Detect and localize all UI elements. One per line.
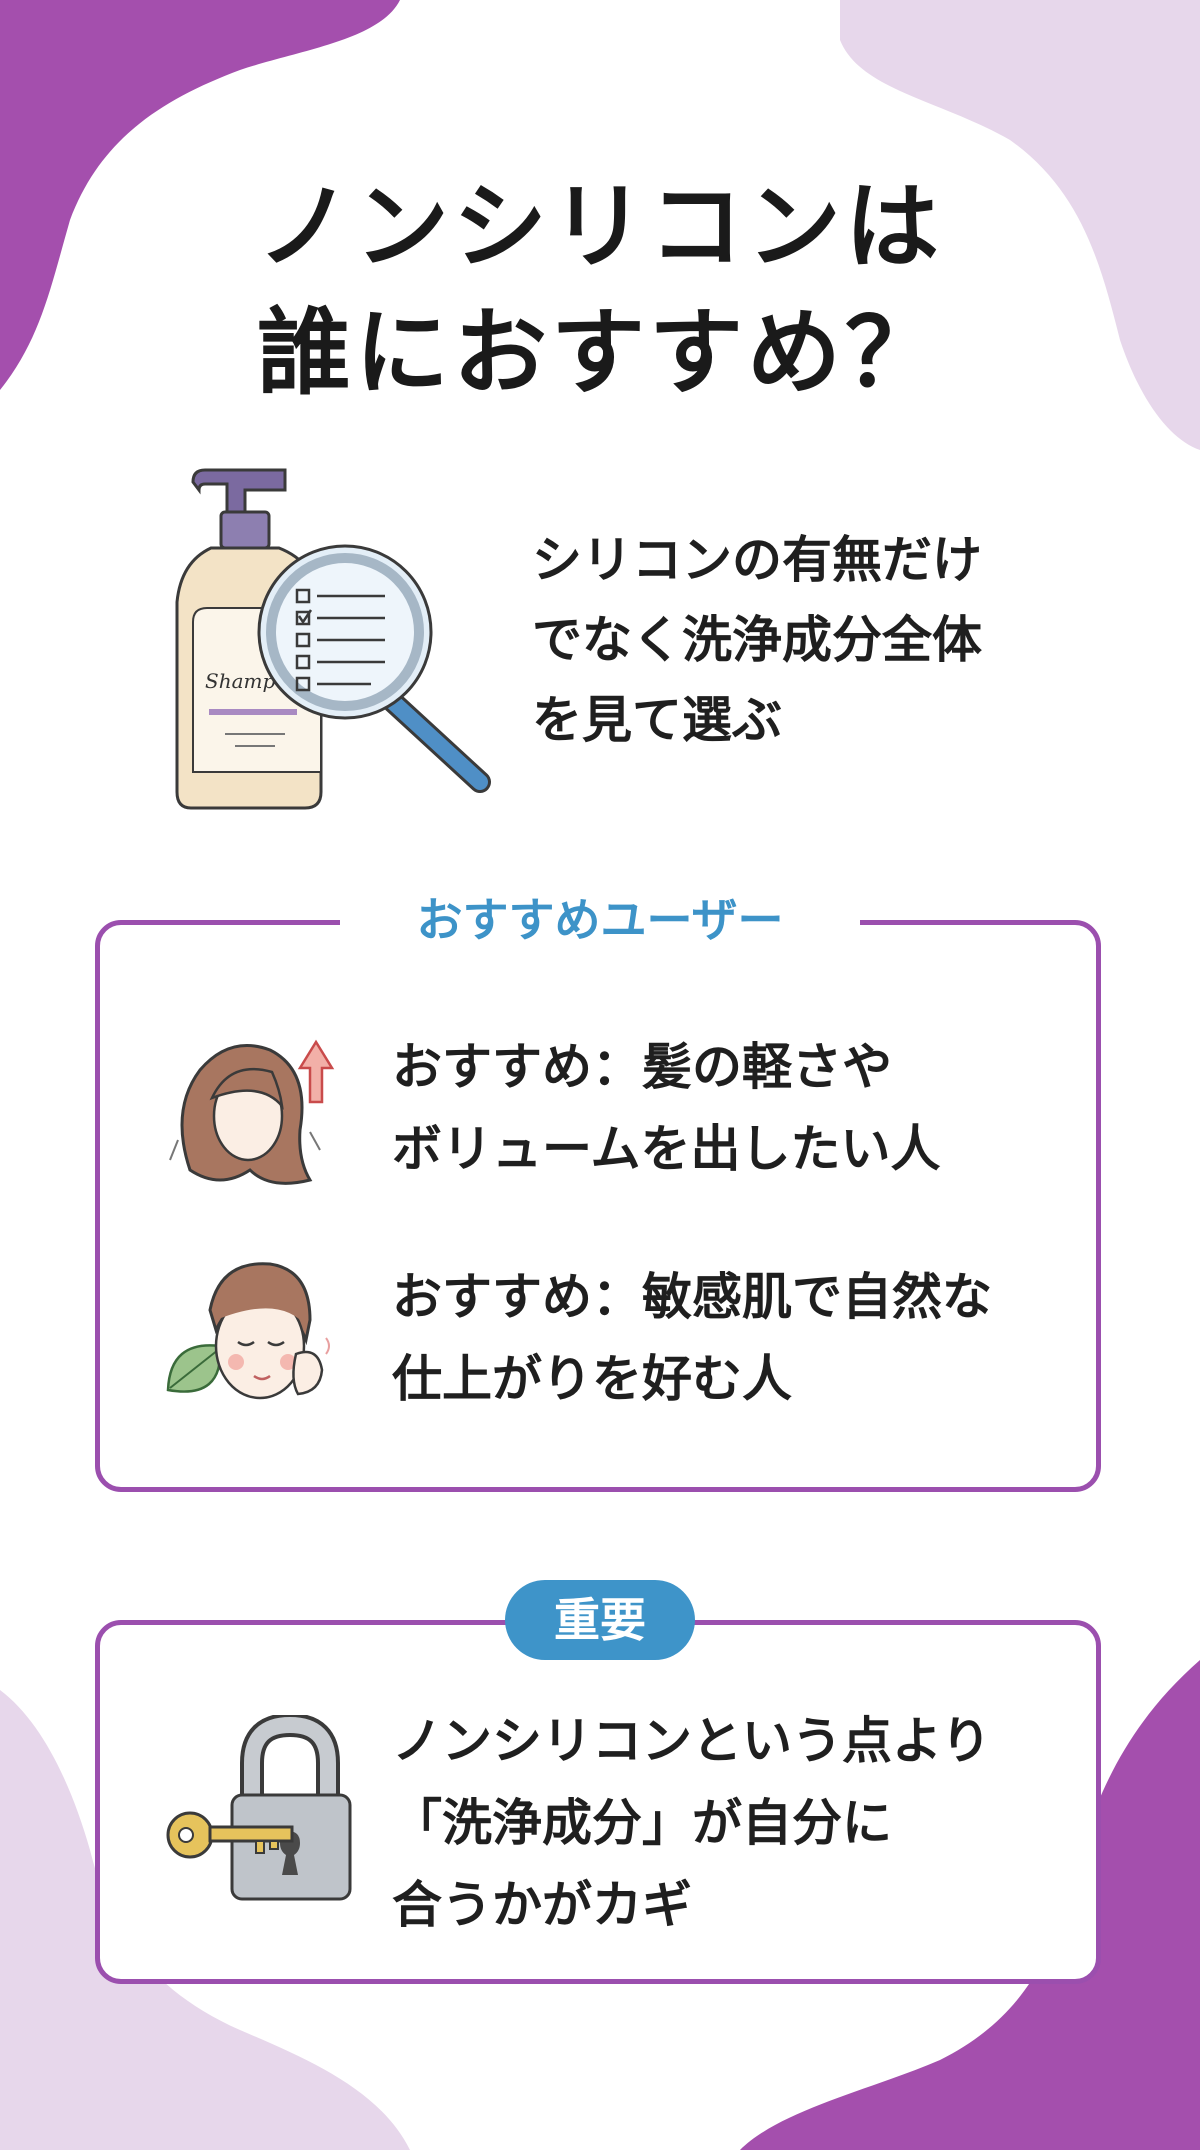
important-badge: 重要 <box>505 1580 695 1660</box>
recommend-item-text: おすすめ：敏感肌で自然な 仕上がりを好む人 <box>392 1256 1052 1420</box>
important-line-2: 「洗浄成分」が自分に <box>392 1794 892 1852</box>
recommend-card-label: おすすめユーザー <box>340 890 860 950</box>
page-title-line-2: 誰におすすめ？ <box>256 299 943 408</box>
intro-line-2: でなく洗浄成分全体 <box>532 611 982 669</box>
lock-key-icon <box>166 1715 352 1901</box>
recommend-item-sensitive-skin: おすすめ：敏感肌で自然な 仕上がりを好む人 <box>160 1250 1040 1410</box>
corner-blob-top-right <box>840 0 1200 450</box>
important-line-1: ノンシリコンという点より <box>392 1712 991 1770</box>
sensitive-skin-icon <box>166 1262 330 1400</box>
intro-text: シリコンの有無だけ でなく洗浄成分全体 を見て選ぶ <box>532 520 1072 760</box>
recommend-item-line-1: おすすめ：髪の軽さや <box>392 1038 892 1096</box>
recommend-item-line-2: ボリュームを出したい人 <box>392 1120 941 1178</box>
intro-line-3: を見て選ぶ <box>532 691 782 749</box>
corner-blob-bottom-right <box>740 1660 1200 2150</box>
recommend-item-hair-volume: おすすめ：髪の軽さや ボリュームを出したい人 <box>160 1020 1040 1185</box>
recommend-item-line-2: 仕上がりを好む人 <box>392 1350 792 1408</box>
corner-blob-bottom-left <box>0 1690 410 2150</box>
recommend-item-text: おすすめ：髪の軽さや ボリュームを出したい人 <box>392 1026 1052 1190</box>
corner-blob-top-left <box>0 0 400 390</box>
shampoo-magnifier-icon: Shamp <box>175 468 491 810</box>
important-line-3: 合うかがカギ <box>392 1876 692 1934</box>
important-text: ノンシリコンという点より 「洗浄成分」が自分に 合うかがカギ <box>392 1700 1032 1946</box>
shampoo-label-text: Shamp <box>205 669 275 693</box>
intro-line-1: シリコンの有無だけ <box>532 531 982 589</box>
page-title: ノンシリコンは 誰におすすめ？ <box>0 165 1200 417</box>
recommend-item-line-1: おすすめ：敏感肌で自然な <box>392 1268 992 1326</box>
hair-volume-icon <box>169 1039 335 1185</box>
page-title-line-1: ノンシリコンは <box>256 173 943 282</box>
